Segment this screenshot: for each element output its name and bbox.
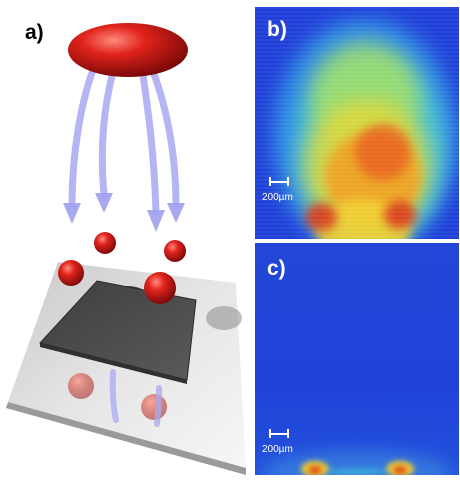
droplet-icon bbox=[68, 373, 94, 399]
panel-c-heatmap bbox=[255, 243, 459, 475]
scale-bar-b-label: 200µm bbox=[262, 192, 293, 203]
scale-bar-b bbox=[269, 177, 289, 187]
panel-a-label: a) bbox=[25, 21, 44, 44]
panel-b-label: b) bbox=[267, 18, 287, 41]
panel-a-illustration bbox=[6, 23, 246, 475]
droplet-icon bbox=[94, 232, 116, 254]
panel-c-label: c) bbox=[267, 257, 286, 280]
panel-b-heatmap bbox=[255, 7, 459, 239]
droplet-source-icon bbox=[68, 23, 188, 77]
droplet-icon bbox=[141, 394, 167, 420]
panel-c bbox=[255, 243, 459, 475]
panel-a bbox=[6, 23, 246, 475]
droplet-icon bbox=[164, 240, 186, 262]
sample-square-icon bbox=[39, 280, 197, 384]
droplet-icon bbox=[58, 260, 84, 286]
flow-arrow-icon bbox=[109, 369, 162, 427]
scale-bar-c-label: 200µm bbox=[262, 444, 293, 455]
droplet-icon bbox=[144, 272, 176, 304]
scale-bar-c bbox=[269, 429, 289, 439]
flow-arrow-icon bbox=[63, 193, 185, 232]
panel-b bbox=[255, 7, 459, 239]
flow-arrow-icon bbox=[68, 60, 180, 216]
